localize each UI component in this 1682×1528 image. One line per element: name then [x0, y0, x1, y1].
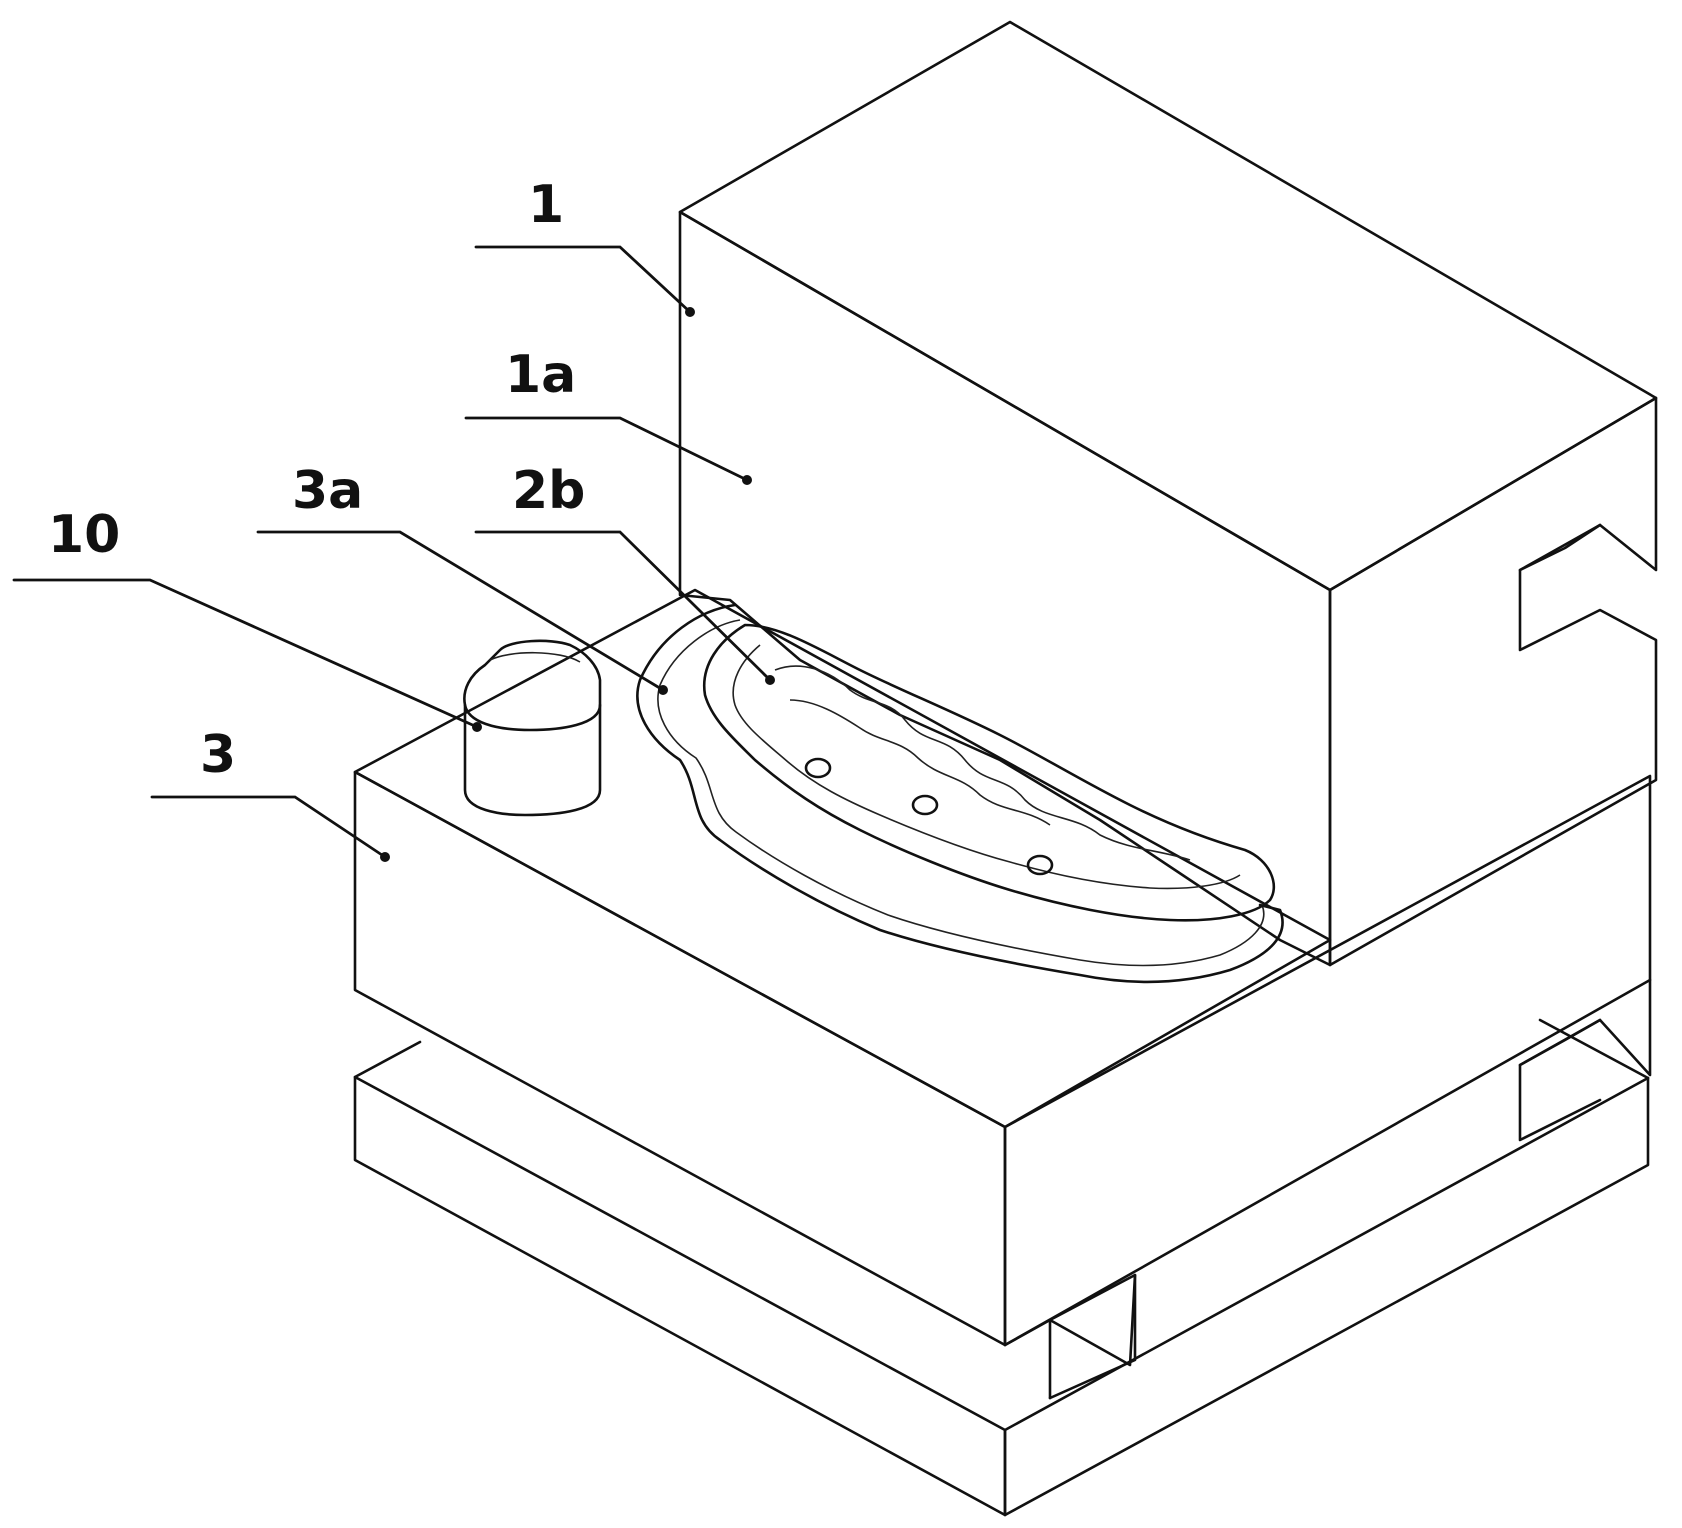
callout-label-3: 3 — [200, 725, 236, 785]
hatched-section-1a — [678, 210, 1332, 967]
leader-2b — [474, 530, 772, 682]
upper-block-1 — [678, 20, 1658, 967]
workpiece-2b — [702, 623, 1276, 922]
callout-labels: 1 1a 2b 3a 10 3 — [48, 175, 585, 785]
callout-label-2b: 2b — [512, 461, 585, 521]
boss-3 — [1026, 854, 1054, 876]
lower-slot — [1003, 1273, 1137, 1400]
callout-label-1a: 1a — [505, 345, 576, 405]
lower-right-notch — [1518, 978, 1652, 1142]
leader-10 — [12, 578, 479, 729]
cylinder-component-10 — [463, 639, 602, 817]
leader-3 — [150, 795, 387, 859]
callout-label-1: 1 — [528, 175, 564, 235]
boss-2 — [911, 794, 939, 816]
leader-1a — [464, 416, 749, 482]
callout-label-3a: 3a — [292, 461, 363, 521]
callout-label-10: 10 — [48, 505, 120, 565]
leader-lines — [12, 245, 775, 862]
lower-base-plate — [353, 1018, 1650, 1517]
cavity-3a — [636, 603, 1284, 984]
upper-block-top-face — [678, 20, 1658, 592]
leader-1 — [474, 245, 692, 314]
upper-block-right-face — [1328, 396, 1658, 967]
leader-3a — [256, 530, 665, 692]
lower-block-right-face — [1003, 774, 1652, 1347]
lower-block-front-face — [353, 770, 1007, 1347]
boss-1 — [804, 757, 832, 779]
